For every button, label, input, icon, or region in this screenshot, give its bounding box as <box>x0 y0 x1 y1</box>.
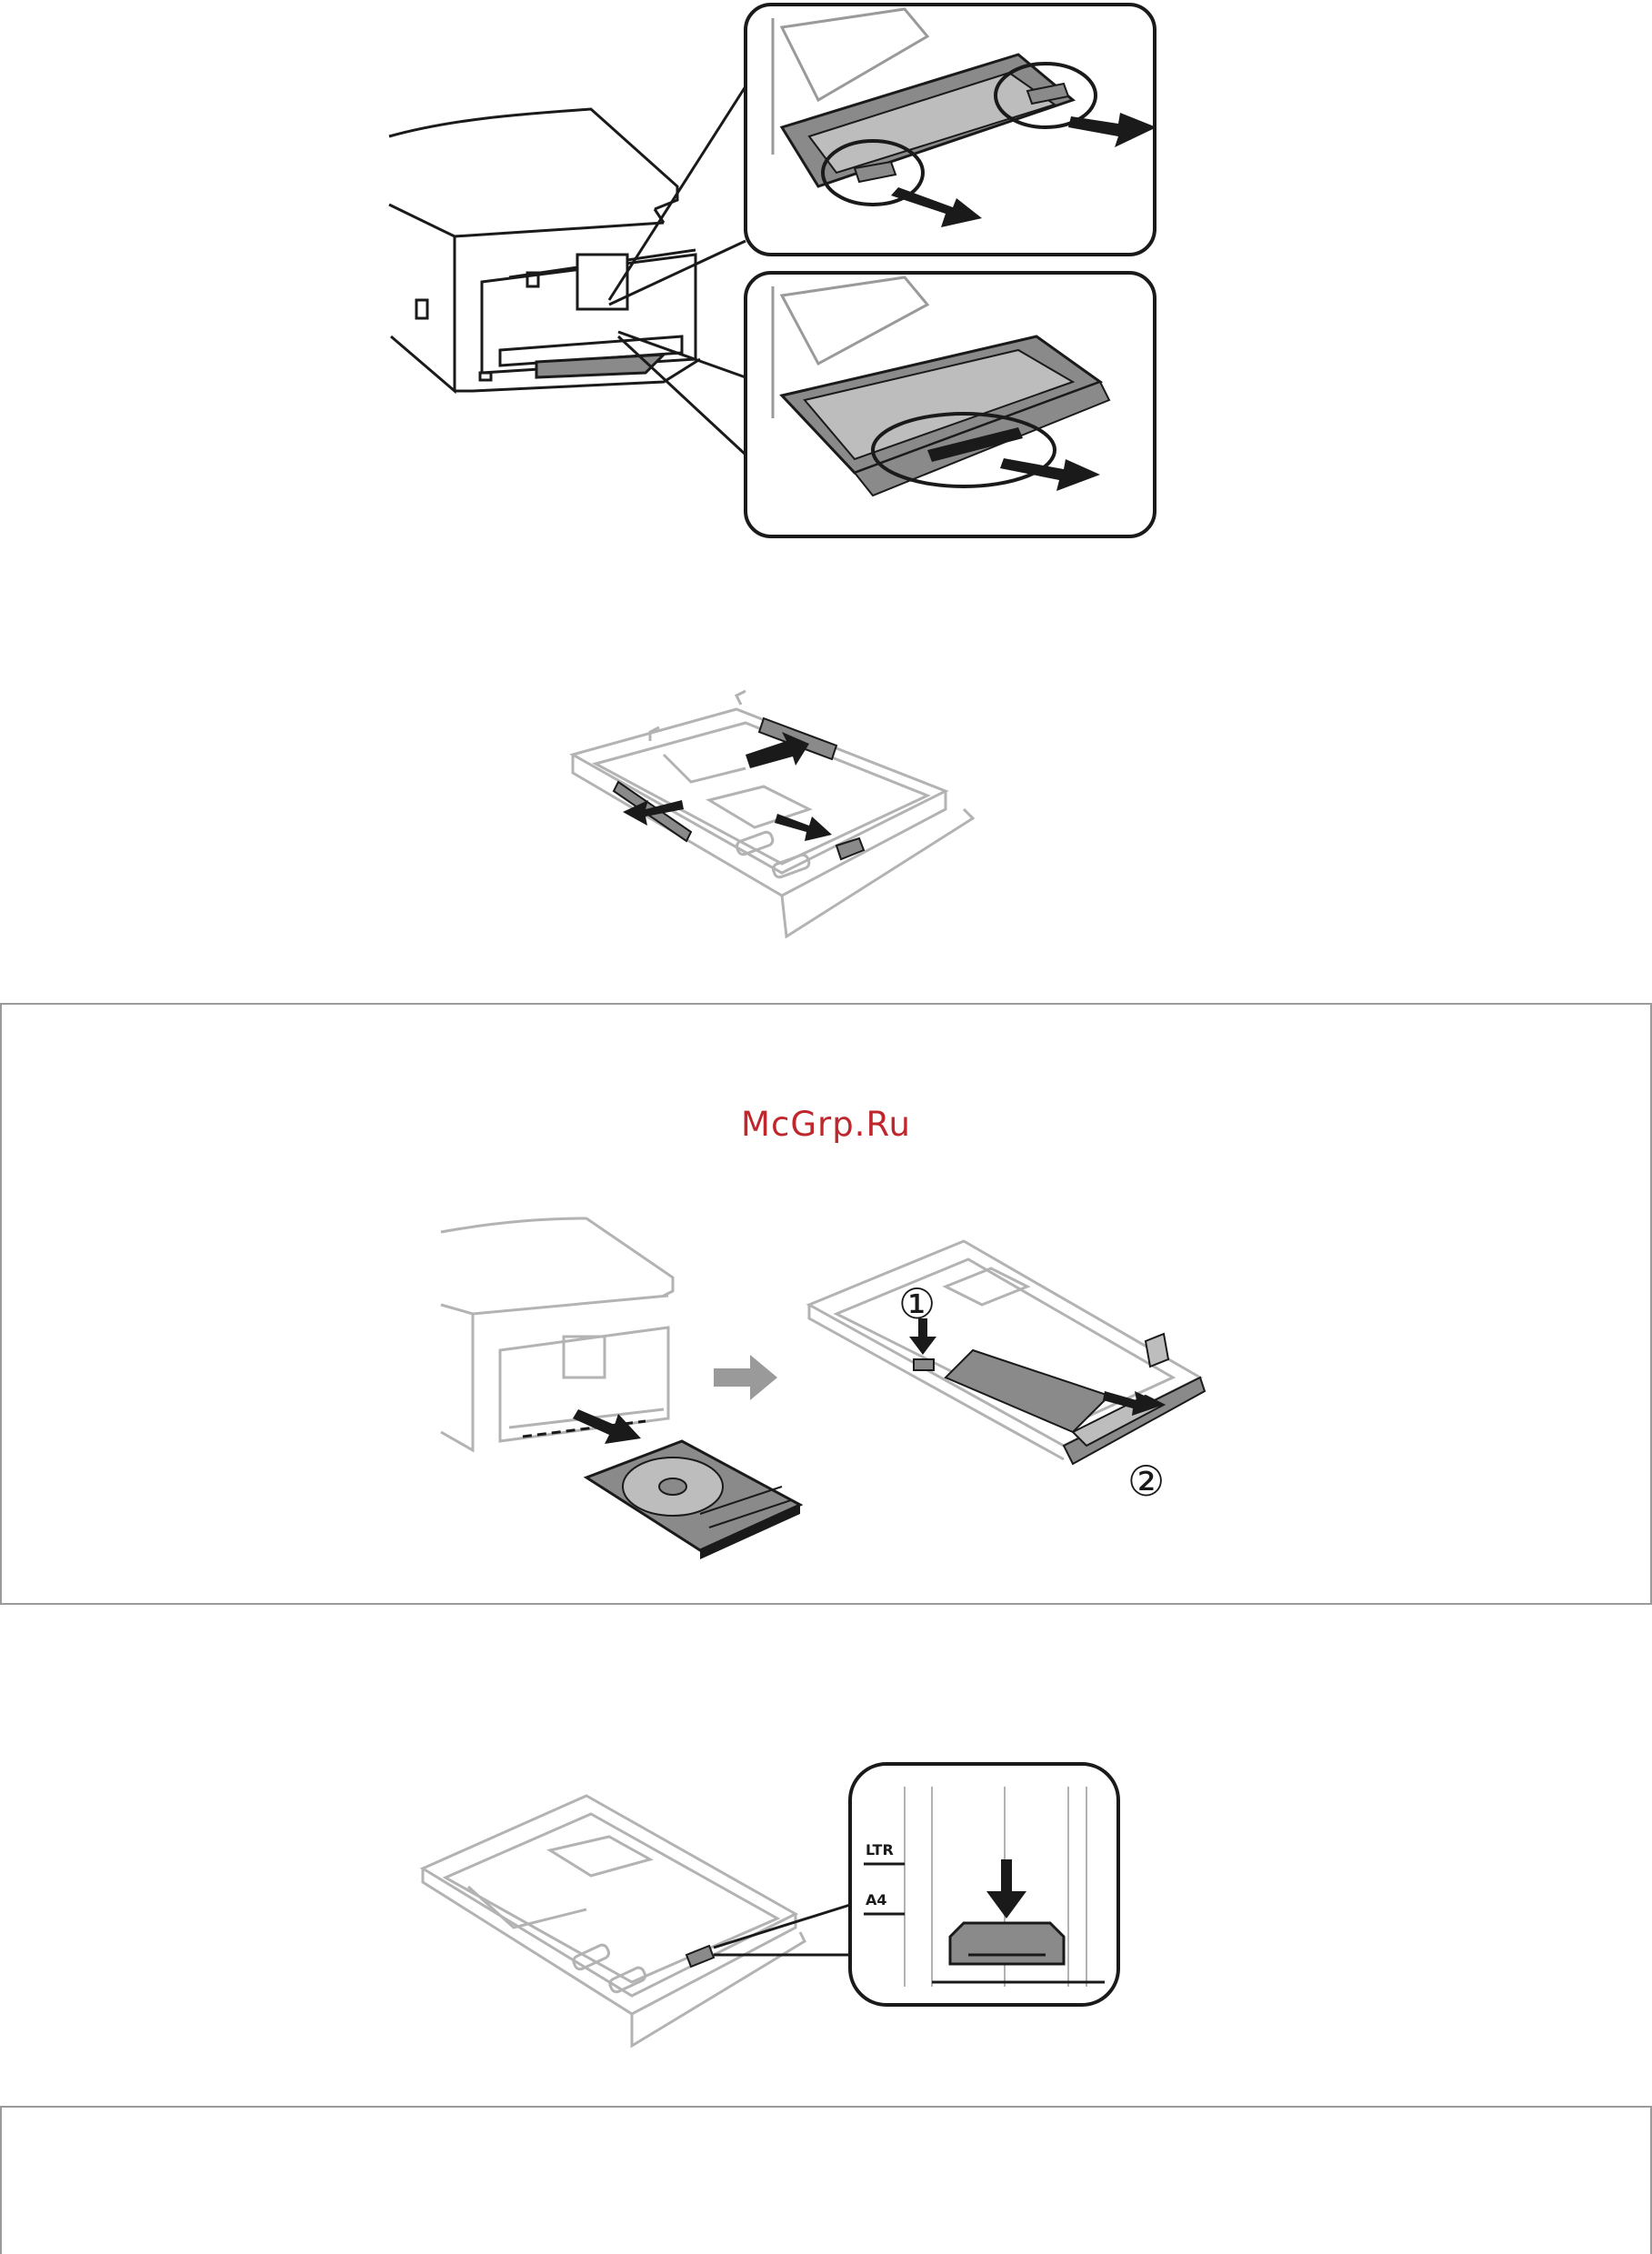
figure-tray-size-scale: LTR A4 <box>414 1759 1141 2069</box>
note-box-bottom <box>0 2106 1652 2254</box>
figure-cd-tray-removal: ① ② <box>436 1214 1218 1596</box>
tray-edge-guides-illustration <box>564 682 1000 955</box>
tray-size-scale-illustration: LTR A4 <box>414 1759 1141 2069</box>
cd-tray-removal-illustration: ① ② <box>436 1214 1218 1596</box>
watermark-text: McGrp.Ru <box>0 1105 1652 1144</box>
scale-label-ltr: LTR <box>866 1841 894 1858</box>
step-one-marker: ① <box>898 1279 936 1328</box>
printer-callouts-illustration <box>382 0 1164 546</box>
step-two-marker: ② <box>1127 1457 1165 1506</box>
figure-printer-callouts <box>382 0 1164 546</box>
scale-label-a4: A4 <box>866 1891 887 1908</box>
figure-tray-edge-guides <box>564 682 1000 955</box>
